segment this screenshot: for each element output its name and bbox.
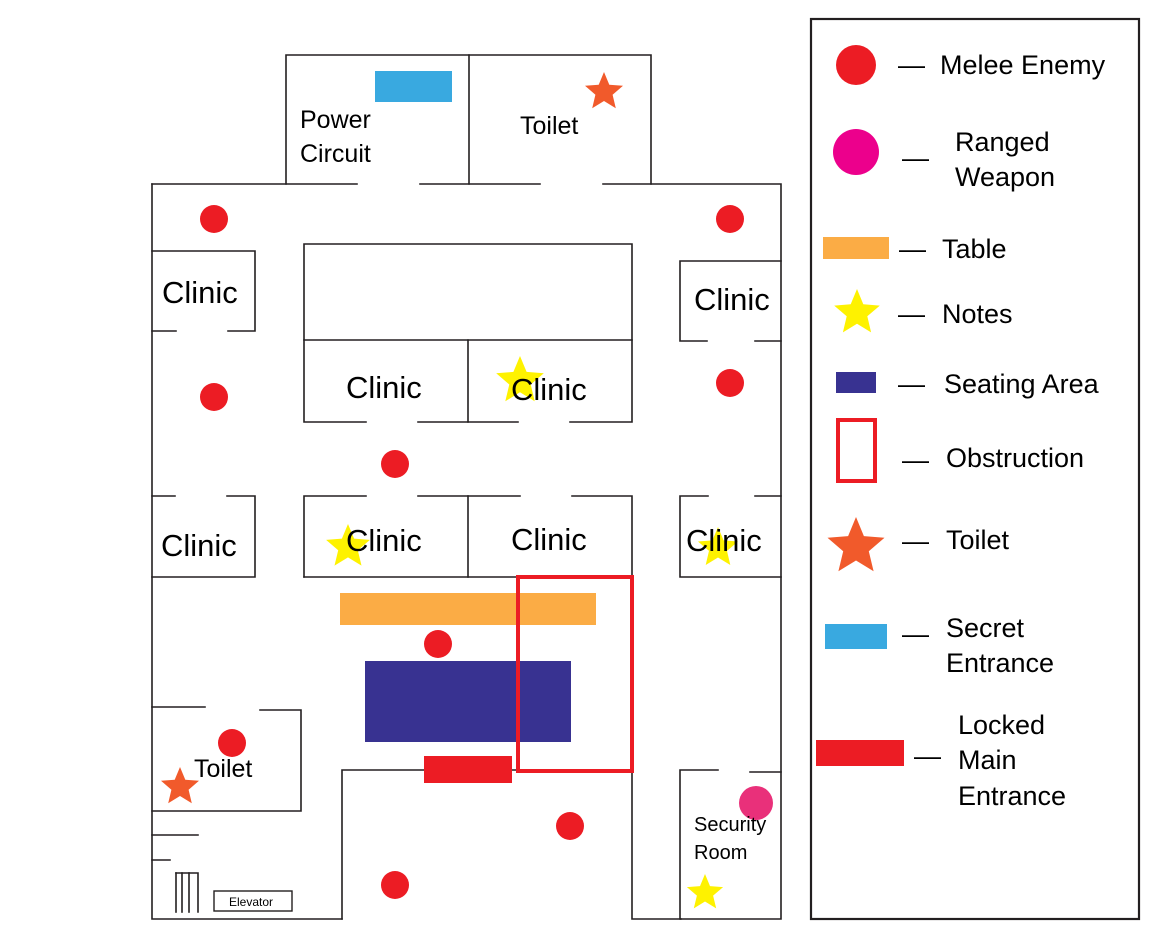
seating-area-marker bbox=[365, 661, 571, 742]
melee-enemy-marker bbox=[716, 369, 744, 397]
notes-star-marker bbox=[686, 874, 724, 909]
legend: — Melee Enemy — Ranged Weapon — Table — … bbox=[809, 17, 1141, 921]
room-label-clinic: Clinic bbox=[686, 523, 762, 558]
star-markers bbox=[161, 72, 885, 909]
room-label-clinic: Clinic bbox=[162, 275, 238, 310]
legend-dash: — bbox=[914, 741, 941, 771]
obstruction-marker bbox=[516, 575, 634, 773]
melee-enemy-marker bbox=[556, 812, 584, 840]
melee-enemy-marker bbox=[200, 205, 228, 233]
melee-enemy-marker bbox=[424, 630, 452, 658]
room-label-clinic: Clinic bbox=[511, 522, 587, 557]
ranged-weapon-marker bbox=[739, 786, 773, 820]
legend-label-melee-enemy: Melee Enemy bbox=[940, 50, 1106, 80]
legend-label-secret-entrance: Secret bbox=[946, 613, 1025, 643]
secret-entrance-marker bbox=[375, 71, 452, 102]
legend-label-ranged-weapon: Weapon bbox=[955, 162, 1055, 192]
melee-enemy-marker bbox=[200, 383, 228, 411]
legend-label-secret-entrance: Entrance bbox=[946, 648, 1054, 678]
melee-enemy-marker bbox=[381, 871, 409, 899]
room-label-clinic: Clinic bbox=[694, 282, 770, 317]
legend-dash: — bbox=[898, 299, 925, 329]
table-marker bbox=[340, 593, 596, 625]
toilet-star-marker bbox=[585, 72, 623, 109]
legend-locked-main-entrance-swatch bbox=[816, 740, 904, 766]
legend-label-table: Table bbox=[942, 234, 1007, 264]
melee-enemy-marker bbox=[381, 450, 409, 478]
room-label-power-circuit: Power bbox=[300, 106, 371, 134]
legend-label-locked-main-entrance: Entrance bbox=[958, 781, 1066, 811]
legend-dash: — bbox=[898, 369, 925, 399]
walls bbox=[151, 54, 782, 920]
legend-secret-entrance-swatch bbox=[825, 624, 887, 649]
enemy-markers bbox=[200, 205, 744, 899]
room-label-clinic: Clinic bbox=[511, 372, 587, 407]
room-label-security-room: Room bbox=[694, 842, 747, 864]
room-label-clinic: Clinic bbox=[161, 528, 237, 563]
legend-label-seating-area: Seating Area bbox=[944, 369, 1100, 399]
legend-dash: — bbox=[902, 445, 929, 475]
notes-star-marker bbox=[326, 524, 370, 566]
legend-table-swatch bbox=[823, 237, 889, 259]
legend-label-notes: Notes bbox=[942, 299, 1013, 329]
legend-dash: — bbox=[902, 619, 929, 649]
legend-dash: — bbox=[902, 143, 929, 173]
room-label-clinic: Clinic bbox=[346, 370, 422, 405]
legend-label-ranged-weapon: Ranged bbox=[955, 127, 1050, 157]
room-label-power-circuit: Circuit bbox=[300, 140, 371, 168]
legend-label-toilet: Toilet bbox=[946, 525, 1010, 555]
legend-obstruction-swatch bbox=[836, 418, 877, 483]
legend-dash: — bbox=[902, 526, 929, 556]
room-label-clinic: Clinic bbox=[346, 523, 422, 558]
melee-enemy-marker bbox=[218, 729, 246, 757]
legend-notes-swatch bbox=[834, 289, 880, 333]
notes-star-marker bbox=[698, 527, 738, 565]
legend-label-obstruction: Obstruction bbox=[946, 443, 1084, 473]
elevator-box bbox=[213, 890, 293, 912]
legend-label-locked-main-entrance: Locked bbox=[958, 710, 1045, 740]
room-label-toilet: Toilet bbox=[194, 755, 252, 783]
legend-label-locked-main-entrance: Main bbox=[958, 745, 1017, 775]
legend-seating-area-swatch bbox=[836, 372, 876, 393]
legend-dash: — bbox=[899, 234, 926, 264]
legend-box bbox=[809, 17, 1141, 921]
room-label-toilet: Toilet bbox=[520, 112, 578, 140]
locked-main-entrance-marker bbox=[424, 756, 512, 783]
legend-toilet-swatch bbox=[827, 517, 885, 572]
legend-dash: — bbox=[898, 50, 925, 80]
notes-star-marker bbox=[496, 356, 544, 402]
melee-enemy-marker bbox=[716, 205, 744, 233]
room-label-security-room: Security bbox=[694, 814, 766, 836]
legend-melee-enemy-swatch bbox=[836, 45, 876, 85]
room-label-elevator: Elevator bbox=[229, 895, 273, 909]
toilet-star-marker bbox=[161, 767, 199, 804]
legend-ranged-weapon-swatch bbox=[833, 129, 879, 175]
